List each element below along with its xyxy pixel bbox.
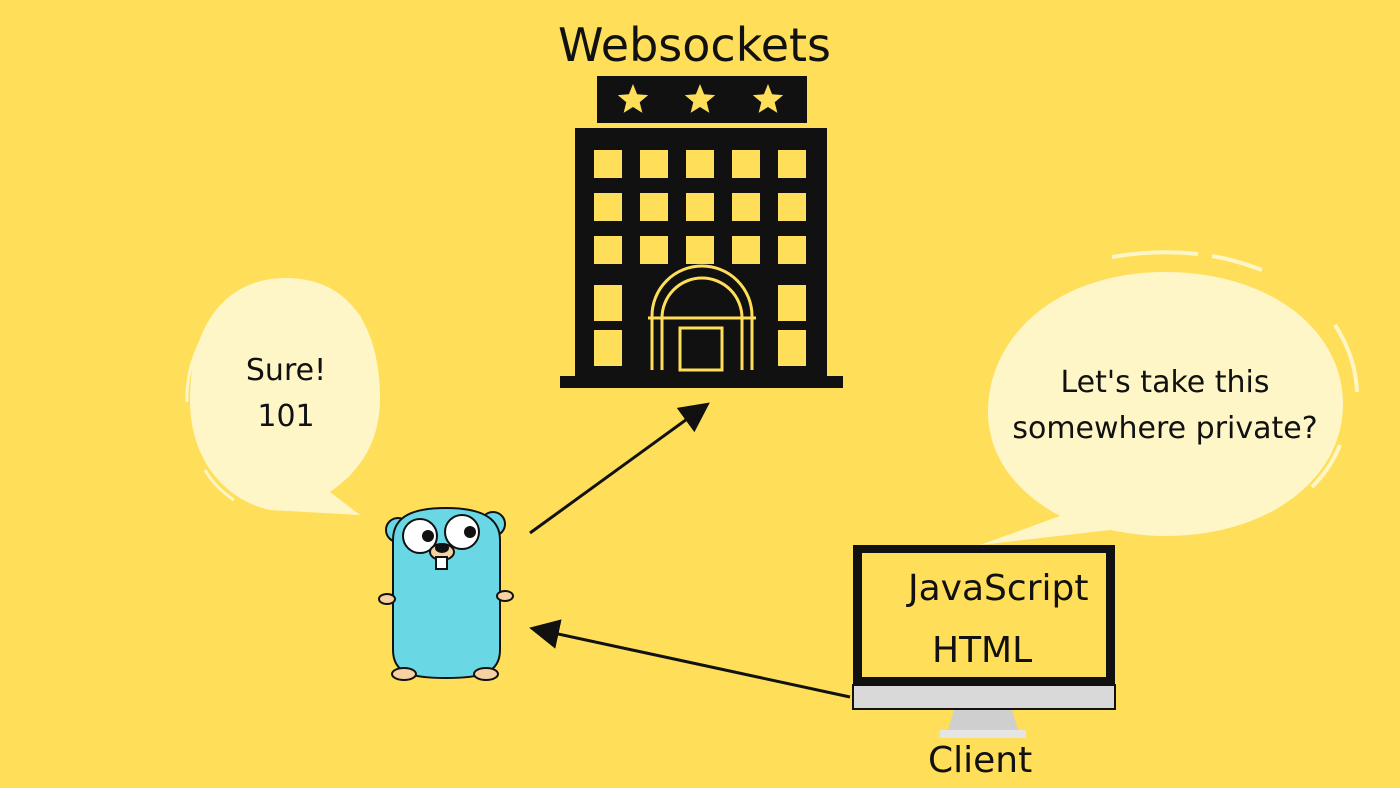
building-windows: [594, 150, 806, 366]
building-entrance: [648, 264, 756, 372]
window: [594, 330, 622, 366]
gopher-bubble-text: Sure! 101: [226, 348, 346, 440]
window: [640, 236, 668, 264]
star-icon: [752, 84, 784, 113]
star-rating: [617, 84, 784, 113]
arrow-gopher-to-websockets: [529, 402, 710, 535]
window: [686, 236, 714, 264]
client-speech-bubble: [980, 250, 1359, 545]
window: [778, 285, 806, 321]
client-monitor-icon: [852, 545, 1116, 738]
window: [594, 150, 622, 178]
diagram-title: Websockets: [558, 18, 831, 72]
window: [686, 193, 714, 221]
window: [778, 330, 806, 366]
client-label: Client: [928, 740, 1033, 781]
window: [778, 193, 806, 221]
window: [732, 193, 760, 221]
window: [732, 236, 760, 264]
window: [732, 150, 760, 178]
monitor-text-javascript: JavaScript: [908, 568, 1089, 609]
client-bubble-line-1: Let's take this: [1060, 365, 1270, 400]
window: [778, 236, 806, 264]
window: [594, 236, 622, 264]
window: [686, 150, 714, 178]
window: [594, 193, 622, 221]
monitor-text-html: HTML: [932, 630, 1033, 671]
window: [640, 193, 668, 221]
arrow-client-to-gopher: [529, 619, 851, 699]
window: [594, 285, 622, 321]
gopher-bubble-line-2: 101: [257, 399, 315, 434]
go-gopher-mascot: [378, 506, 514, 681]
client-bubble-line-2: somewhere private?: [1012, 411, 1318, 446]
star-icon: [684, 84, 716, 113]
star-icon: [617, 84, 649, 113]
window: [778, 150, 806, 178]
gopher-bubble-line-1: Sure!: [245, 353, 327, 388]
client-bubble-text: Let's take this somewhere private?: [1000, 360, 1330, 452]
hotel-building-icon: [560, 76, 843, 388]
gopher-speech-bubble: [185, 278, 380, 515]
window: [640, 150, 668, 178]
